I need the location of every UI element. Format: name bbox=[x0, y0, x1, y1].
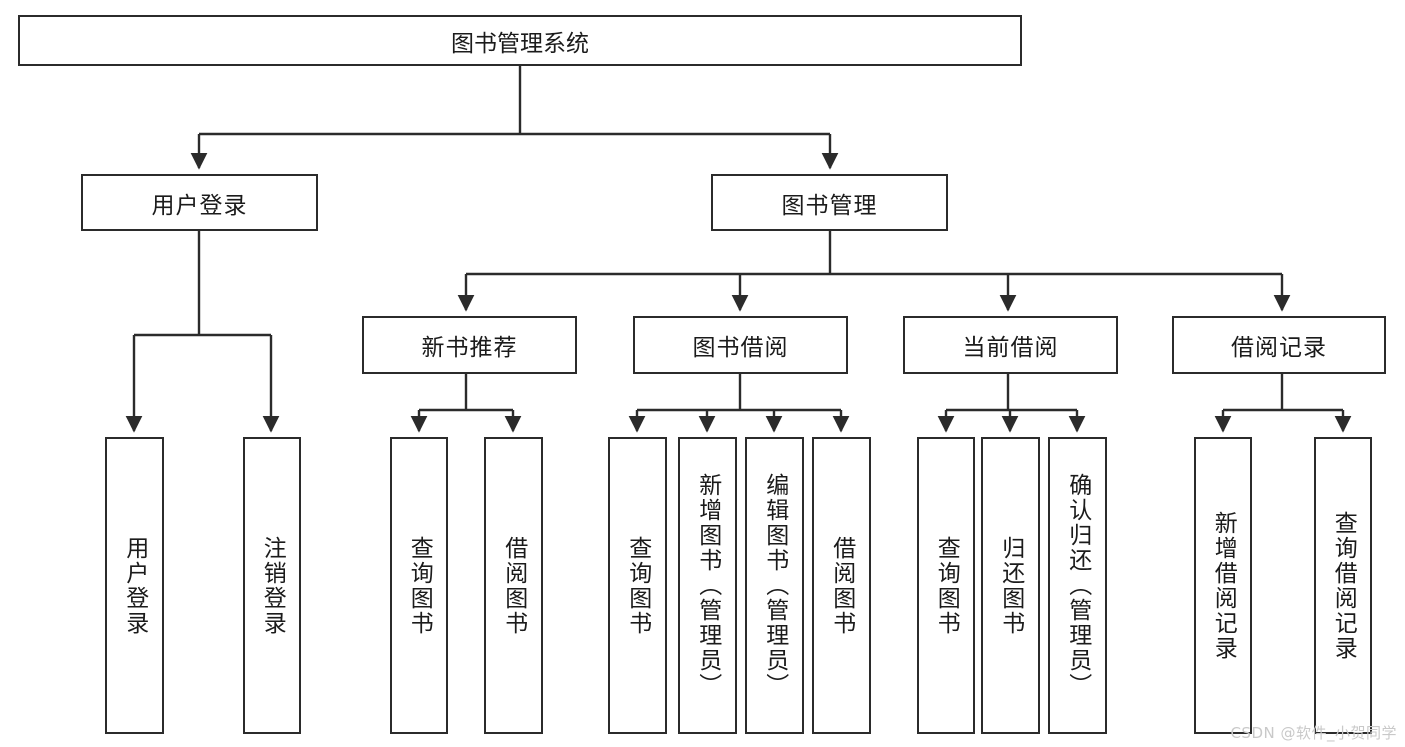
node-user-login-label: 用户登录 bbox=[151, 192, 248, 219]
leaf-borrow-book-2-label: 借阅图书 bbox=[828, 535, 855, 636]
leaf-query-book-2-label: 查询图书 bbox=[624, 535, 651, 636]
node-root[interactable]: 图书管理系统 bbox=[18, 15, 1022, 66]
leaf-return-book[interactable]: 归还图书 bbox=[981, 437, 1040, 734]
leaf-borrow-book-1-label: 借阅图书 bbox=[500, 535, 527, 636]
leaf-logout-label: 注销登录 bbox=[259, 535, 286, 636]
leaf-confirm-return[interactable]: 确认归还（管理员） bbox=[1048, 437, 1107, 734]
node-borrow-record-label: 借阅记录 bbox=[1231, 335, 1327, 361]
leaf-query-book-2[interactable]: 查询图书 bbox=[608, 437, 667, 734]
leaf-query-record-label: 查询借阅记录 bbox=[1330, 510, 1357, 661]
leaf-edit-book-label: 编辑图书（管理员） bbox=[761, 473, 788, 698]
leaf-user-login[interactable]: 用户登录 bbox=[105, 437, 164, 734]
leaf-query-record[interactable]: 查询借阅记录 bbox=[1314, 437, 1372, 734]
leaf-query-book-1-label: 查询图书 bbox=[406, 535, 433, 636]
leaf-add-record-label: 新增借阅记录 bbox=[1210, 510, 1237, 661]
leaf-query-book-1[interactable]: 查询图书 bbox=[390, 437, 448, 734]
leaf-edit-book[interactable]: 编辑图书（管理员） bbox=[745, 437, 804, 734]
leaf-add-book-label: 新增图书（管理员） bbox=[694, 473, 721, 698]
leaf-add-book[interactable]: 新增图书（管理员） bbox=[678, 437, 737, 734]
node-borrow-record[interactable]: 借阅记录 bbox=[1172, 316, 1386, 374]
leaf-add-record[interactable]: 新增借阅记录 bbox=[1194, 437, 1252, 734]
node-book-manage[interactable]: 图书管理 bbox=[711, 174, 948, 231]
leaf-confirm-return-label: 确认归还（管理员） bbox=[1064, 473, 1091, 698]
leaf-query-book-3[interactable]: 查询图书 bbox=[917, 437, 975, 734]
node-new-book-rec-label: 新书推荐 bbox=[421, 335, 518, 361]
leaf-borrow-book-2[interactable]: 借阅图书 bbox=[812, 437, 871, 734]
node-book-manage-label: 图书管理 bbox=[781, 192, 878, 219]
node-root-label: 图书管理系统 bbox=[451, 30, 589, 57]
leaf-query-book-3-label: 查询图书 bbox=[933, 535, 960, 636]
leaf-logout[interactable]: 注销登录 bbox=[243, 437, 301, 734]
watermark: CSDN @软件_小贺同学 bbox=[1230, 724, 1397, 742]
node-new-book-rec[interactable]: 新书推荐 bbox=[362, 316, 577, 374]
leaf-borrow-book-1[interactable]: 借阅图书 bbox=[484, 437, 543, 734]
leaf-return-book-label: 归还图书 bbox=[997, 535, 1024, 636]
node-book-borrow-label: 图书借阅 bbox=[692, 335, 789, 361]
node-user-login[interactable]: 用户登录 bbox=[81, 174, 318, 231]
node-current-borrow-label: 当前借阅 bbox=[962, 335, 1059, 361]
node-current-borrow[interactable]: 当前借阅 bbox=[903, 316, 1118, 374]
node-book-borrow[interactable]: 图书借阅 bbox=[633, 316, 848, 374]
leaf-user-login-label: 用户登录 bbox=[121, 535, 148, 636]
